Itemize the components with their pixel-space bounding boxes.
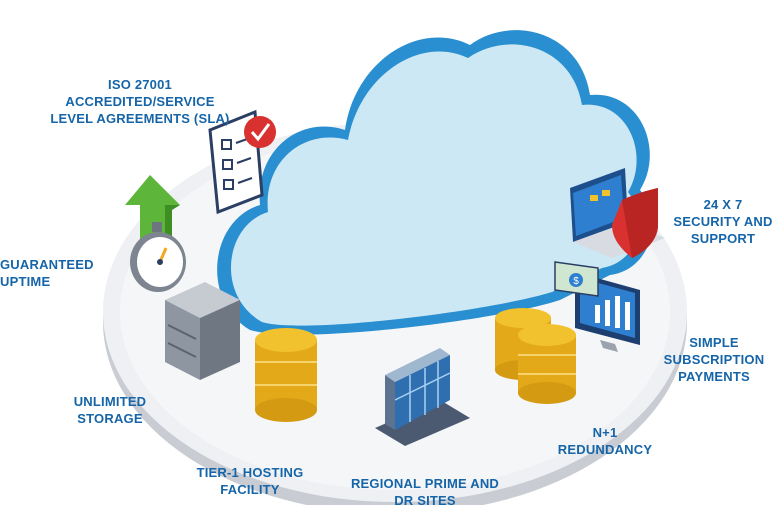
cloud-icon — [217, 30, 653, 335]
label-iso-sla: ISO 27001 ACCREDITED/SERVICE LEVEL AGREE… — [30, 76, 250, 127]
label-subscription-payments: SIMPLE SUBSCRIPTION PAYMENTS — [655, 334, 773, 385]
dollar-bill-icon: $ — [554, 261, 599, 297]
label-line: DR SITES — [394, 493, 456, 508]
label-line: GUARANTEED — [0, 257, 94, 272]
label-line: FACILITY — [220, 482, 280, 497]
shield-icon — [612, 188, 658, 258]
label-tier1-hosting: TIER-1 HOSTING FACILITY — [185, 464, 315, 498]
database-icon — [495, 308, 576, 404]
label-unlimited-storage: UNLIMITED STORAGE — [55, 393, 165, 427]
svg-text:$: $ — [573, 276, 579, 287]
label-n1-redundancy: N+1 REDUNDANCY — [550, 424, 660, 458]
database-icon — [255, 328, 317, 422]
arrow-up-icon — [125, 175, 180, 240]
label-line: SIMPLE — [689, 335, 739, 350]
building-icon — [375, 348, 470, 446]
label-line: ISO 27001 — [108, 77, 172, 92]
stopwatch-icon — [130, 222, 186, 292]
label-line: SUBSCRIPTION — [663, 352, 765, 367]
server-cabinet-icon — [165, 282, 240, 380]
label-line: REGIONAL PRIME AND — [350, 476, 500, 491]
label-line: LEVEL AGREEMENTS (SLA) — [50, 111, 230, 126]
label-line: UPTIME — [0, 274, 51, 289]
label-security-support: 24 X 7 SECURITY AND SUPPORT — [670, 196, 776, 247]
label-line: UNLIMITED — [73, 394, 147, 409]
label-line: STORAGE — [77, 411, 143, 426]
label-line: 24 X 7 — [703, 197, 743, 212]
label-line: PAYMENTS — [678, 369, 750, 384]
label-line: TIER-1 HOSTING — [196, 465, 304, 480]
label-line: ACCREDITED/SERVICE — [65, 94, 215, 109]
label-regional-sites: REGIONAL PRIME AND DR SITES — [340, 475, 510, 509]
label-line: SUPPORT — [690, 231, 756, 246]
label-line: REDUNDANCY — [557, 442, 653, 457]
label-guaranteed-uptime: GUARANTEED UPTIME — [0, 256, 100, 290]
label-line: N+1 — [592, 425, 618, 440]
checklist-icon — [208, 109, 276, 215]
label-line: SECURITY AND — [673, 214, 773, 229]
